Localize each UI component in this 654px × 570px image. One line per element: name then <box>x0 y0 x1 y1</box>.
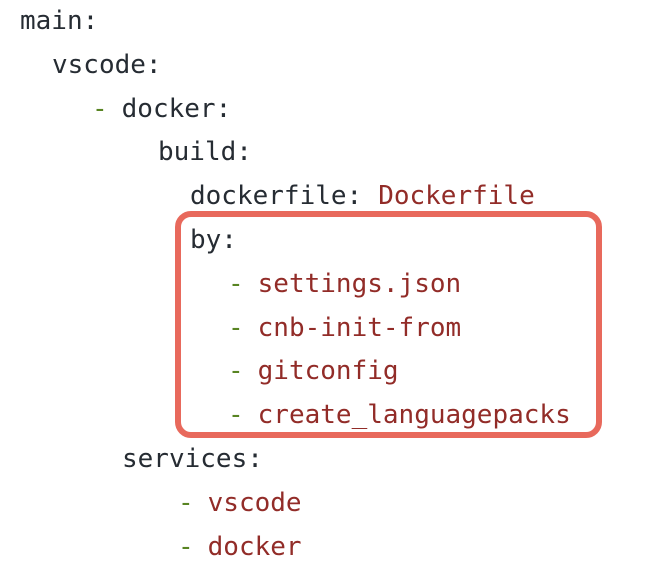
code-line-service-vscode: -vscode <box>0 482 654 526</box>
yaml-value: gitconfig <box>257 356 399 387</box>
yaml-key: main: <box>20 6 99 36</box>
list-dash: - <box>92 93 108 124</box>
code-line-build: build: <box>0 131 654 175</box>
code-line-by: by: <box>0 219 654 263</box>
yaml-key: by: <box>190 224 237 255</box>
yaml-key: docker: <box>121 93 232 124</box>
code-line-gitconfig: -gitconfig <box>0 350 654 394</box>
code-line-service-docker: -docker <box>0 526 654 570</box>
code-line-main: main: <box>0 0 654 44</box>
yaml-value: create_languagepacks <box>257 400 571 431</box>
list-dash: - <box>228 400 244 431</box>
code-line-create-languagepacks: -create_languagepacks <box>0 394 654 438</box>
yaml-key: build: <box>158 137 252 168</box>
code-line-cnb-init-from: -cnb-init-from <box>0 307 654 351</box>
code-line-services: services: <box>0 438 654 482</box>
list-dash: - <box>228 356 244 387</box>
yaml-value: docker <box>207 531 302 562</box>
code-line-vscode: vscode: <box>0 44 654 88</box>
yaml-value: Dockerfile <box>378 181 535 212</box>
list-dash: - <box>178 531 194 562</box>
list-dash: - <box>228 312 244 343</box>
yaml-value: cnb-init-from <box>257 312 462 343</box>
code-line-dockerfile: dockerfile: Dockerfile <box>0 175 654 219</box>
yaml-key: dockerfile: <box>190 181 363 212</box>
yaml-value: settings.json <box>257 268 462 299</box>
list-dash: - <box>228 268 244 299</box>
list-dash: - <box>178 487 194 518</box>
code-line-docker: -docker: <box>0 88 654 132</box>
yaml-key: services: <box>122 443 263 474</box>
code-line-settings-json: -settings.json <box>0 263 654 307</box>
yaml-value: vscode <box>207 487 302 518</box>
yaml-key: vscode: <box>52 49 162 80</box>
